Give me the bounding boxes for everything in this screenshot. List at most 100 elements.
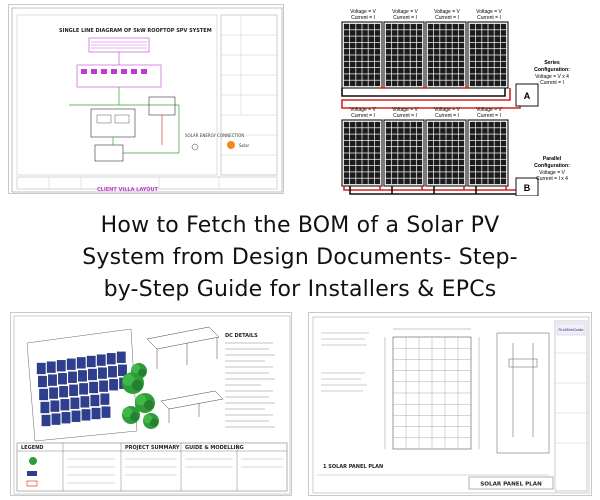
pv-module (78, 370, 87, 382)
pv-module (79, 383, 89, 395)
pv-module (80, 396, 90, 408)
module-grid (392, 336, 472, 450)
mounting-structure-drawing (146, 326, 224, 423)
pv-module (108, 366, 117, 378)
module-voltage-label: Voltage = V (350, 107, 376, 113)
tree (143, 413, 159, 429)
pv-module (76, 357, 86, 369)
pv-module (58, 373, 67, 385)
pv-module (66, 358, 76, 370)
module-voltage-label: Voltage = V (476, 9, 502, 15)
module-current-label: Current = I (393, 113, 417, 119)
brand-logo (227, 141, 235, 149)
pv-module (383, 119, 425, 187)
pv-module (91, 407, 101, 420)
trees (122, 363, 159, 429)
tree (131, 363, 147, 379)
pv-module (467, 21, 509, 89)
pv-module (50, 400, 60, 412)
tree (135, 393, 155, 413)
pv-module (425, 21, 467, 89)
acdb-box (148, 96, 176, 145)
legend-table: LEGEND PROJECT SUMMARY GUIDE & MODELLING (16, 442, 288, 492)
pv-module (118, 364, 127, 376)
pv-module (69, 384, 79, 396)
plan-notes (321, 332, 369, 392)
series-title: Series (544, 60, 560, 66)
plan-brand: FirstSiteGuide (558, 328, 584, 332)
dc-combiner (76, 52, 162, 88)
config-diagram: Voltage = V Current = I Voltage = V Curr… (341, 9, 570, 196)
pv-module (383, 21, 425, 89)
plan-title-block: FirstSiteGuide (554, 320, 588, 492)
module-current-label: Current = I (435, 15, 459, 21)
parallel-title: Parallel (543, 156, 562, 162)
module-current-label: Current = I (393, 15, 417, 21)
sld-title: SINGLE LINE DIAGRAM OF 5kW ROOFTOP SPV S… (59, 28, 212, 34)
headline-line-1: How to Fetch the BOM of a Solar PV (100, 213, 500, 238)
article-headline: How to Fetch the BOM of a Solar PV Syste… (30, 210, 570, 306)
pv-module (61, 412, 71, 424)
pv-module (467, 119, 509, 187)
pv-module (48, 374, 57, 386)
pv-module (39, 388, 49, 401)
parallel-box-letter: B (524, 183, 531, 193)
solar-panel-plan-image: FirstSiteGuide 1 SOLAR PANEL PLAN SOLAR … (308, 312, 592, 496)
pv-module (71, 410, 81, 422)
module-voltage-label: Voltage = V (434, 9, 460, 15)
pv-module (68, 371, 77, 383)
series-box-letter: A (524, 91, 531, 101)
module-voltage-label: Voltage = V (392, 107, 418, 113)
series-voltage: Voltage = V x 4 (535, 74, 569, 80)
pv-module (70, 397, 80, 409)
pv-module (40, 401, 50, 414)
headline-line-3: by-Step Guide for Installers & EPCs (103, 277, 497, 302)
parallel-current: Current = I x 4 (536, 176, 568, 182)
pv-module (425, 119, 467, 187)
parallel-subtitle: Configuration: (534, 163, 570, 169)
module-current-label: Current = I (351, 113, 375, 119)
module-voltage-label: Voltage = V (392, 9, 418, 15)
meter-box (94, 105, 180, 162)
module-voltage-label: Voltage = V (434, 107, 460, 113)
pv-module (106, 353, 116, 365)
pv-module (81, 409, 91, 421)
pv-module (51, 413, 61, 425)
pv-module (98, 367, 107, 379)
pv-module (96, 354, 106, 366)
pv-module (116, 351, 126, 363)
sld-footer: CLIENT VILLA LAYOUT (97, 187, 159, 193)
module-current-label: Current = I (477, 113, 501, 119)
bottom-strip (16, 176, 278, 190)
pv-module (36, 362, 46, 375)
pv-module (86, 355, 96, 368)
module-voltage-label: Voltage = V (350, 9, 376, 15)
pv-module (60, 399, 70, 411)
side-elevation (496, 332, 550, 454)
pv-module (341, 21, 383, 89)
pv-module (88, 368, 97, 381)
plan-caption: 1 SOLAR PANEL PLAN (323, 464, 383, 470)
pv-module (101, 406, 111, 418)
pv-module (90, 394, 100, 407)
pv-module (341, 119, 383, 187)
guide-title: GUIDE & MODELLING (185, 445, 244, 451)
pv-module (89, 381, 99, 394)
pv-module (38, 375, 47, 388)
series-current: Current = I (540, 80, 564, 86)
dc-details-notes: DC DETAILS (225, 333, 275, 428)
roof-outline (26, 328, 138, 442)
project-summary-title: PROJECT SUMMARY (125, 445, 180, 451)
title-block: Solar (220, 14, 278, 176)
pv-module (41, 414, 51, 427)
parallel-voltage: Voltage = V (539, 170, 565, 176)
plan-title: SOLAR PANEL PLAN (480, 482, 542, 488)
module-voltage-label: Voltage = V (476, 107, 502, 113)
inverter-box (90, 108, 136, 138)
pv-module (100, 393, 110, 405)
module-current-label: Current = I (477, 15, 501, 21)
module-current-label: Current = I (435, 113, 459, 119)
series-output-box (515, 83, 539, 107)
parallel-output-box (515, 177, 539, 196)
series-subtitle: Configuration: (534, 67, 570, 73)
